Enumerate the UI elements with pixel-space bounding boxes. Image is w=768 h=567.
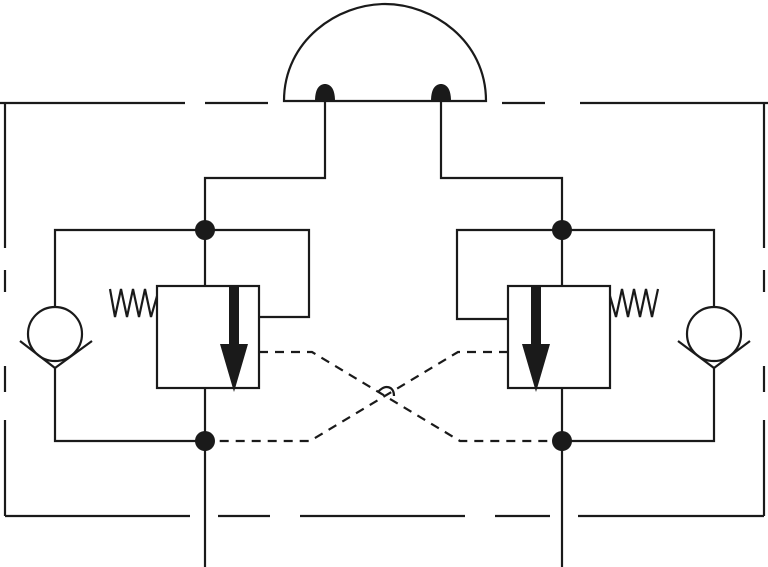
right-pilot-check-valve: [506, 284, 660, 392]
flow-arrow-left: [229, 286, 239, 346]
junction-top-left: [195, 220, 215, 240]
actuator-connection: [282, 2, 488, 103]
flow-arrow-right: [531, 286, 541, 346]
port-a-marker: [315, 84, 335, 101]
junction-bottom-right: [552, 431, 572, 451]
right-branch-lines: [439, 100, 716, 567]
pilot-lines: [205, 350, 562, 443]
left-pilot-check-valve: [108, 284, 261, 392]
spring-left: [108, 288, 159, 318]
left-branch-lines: [53, 100, 327, 567]
left-check-valve: [19, 305, 93, 370]
enclosure-boundary: [0, 101, 768, 518]
junction-bottom-left: [195, 431, 215, 451]
port-b-marker: [431, 84, 451, 101]
junction-top-right: [552, 220, 572, 240]
junctions: [195, 220, 572, 451]
crossover-hop: [377, 386, 396, 397]
spring-right: [608, 288, 660, 318]
right-check-valve: [677, 305, 751, 370]
